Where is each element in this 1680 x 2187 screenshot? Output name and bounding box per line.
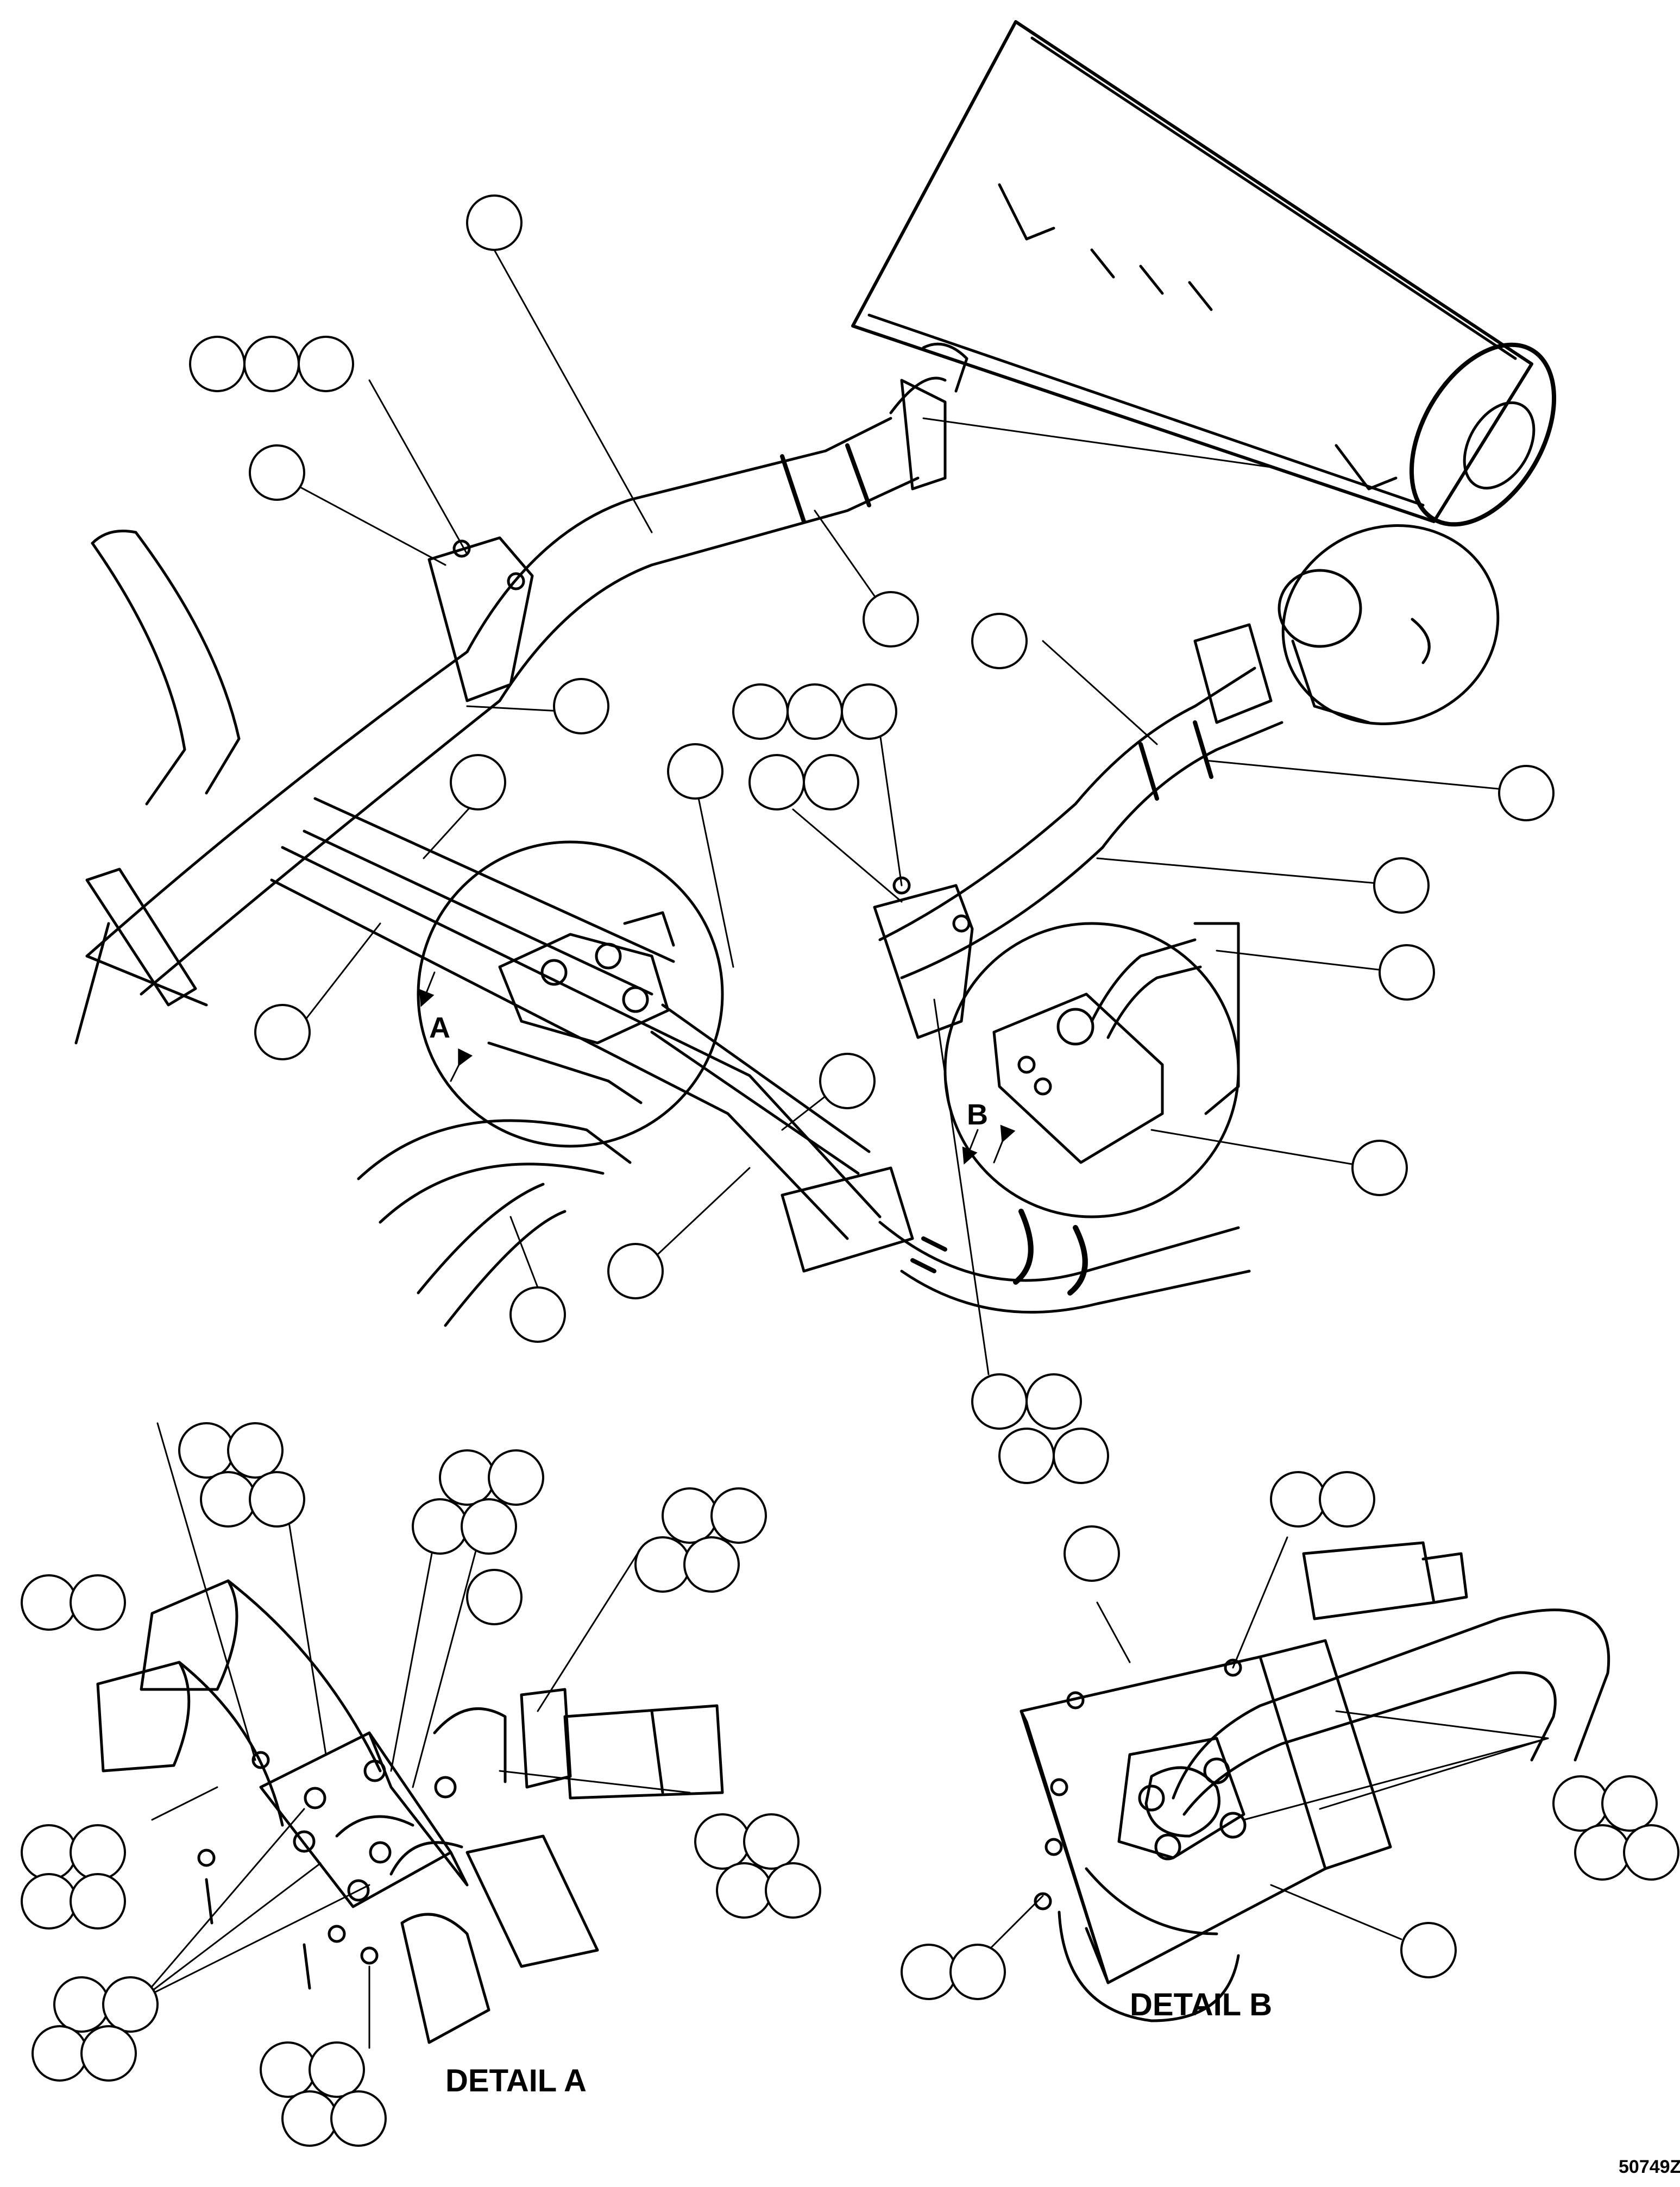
upper-hose xyxy=(85,342,968,996)
leader-lines xyxy=(292,249,1544,1375)
figure-id: 50749Z xyxy=(1619,2157,1680,2177)
right-hose xyxy=(878,623,1283,979)
center-clamp xyxy=(873,876,974,1039)
lower-hoses xyxy=(357,1119,1251,1327)
detail-b-region xyxy=(943,922,1240,1218)
left-tubes xyxy=(74,530,241,1045)
detail-a-title: DETAIL A xyxy=(445,2063,587,2098)
detail-b-title: DETAIL B xyxy=(1130,1987,1272,2022)
detail-a-region xyxy=(417,840,724,1148)
detail-b-drawing xyxy=(1020,1541,1610,2022)
detail-a-leaders xyxy=(140,1422,691,2049)
upper-left-clamp xyxy=(427,536,534,702)
view-arrows xyxy=(419,971,1016,1165)
frame-tubes xyxy=(270,797,882,1240)
view-b-letter: B xyxy=(967,1098,988,1131)
canister xyxy=(1278,524,1500,725)
detail-b-leaders xyxy=(987,1536,1549,1951)
callout-balloons xyxy=(21,194,1679,2147)
view-a-letter: A xyxy=(429,1011,450,1044)
muffler xyxy=(851,20,1557,527)
